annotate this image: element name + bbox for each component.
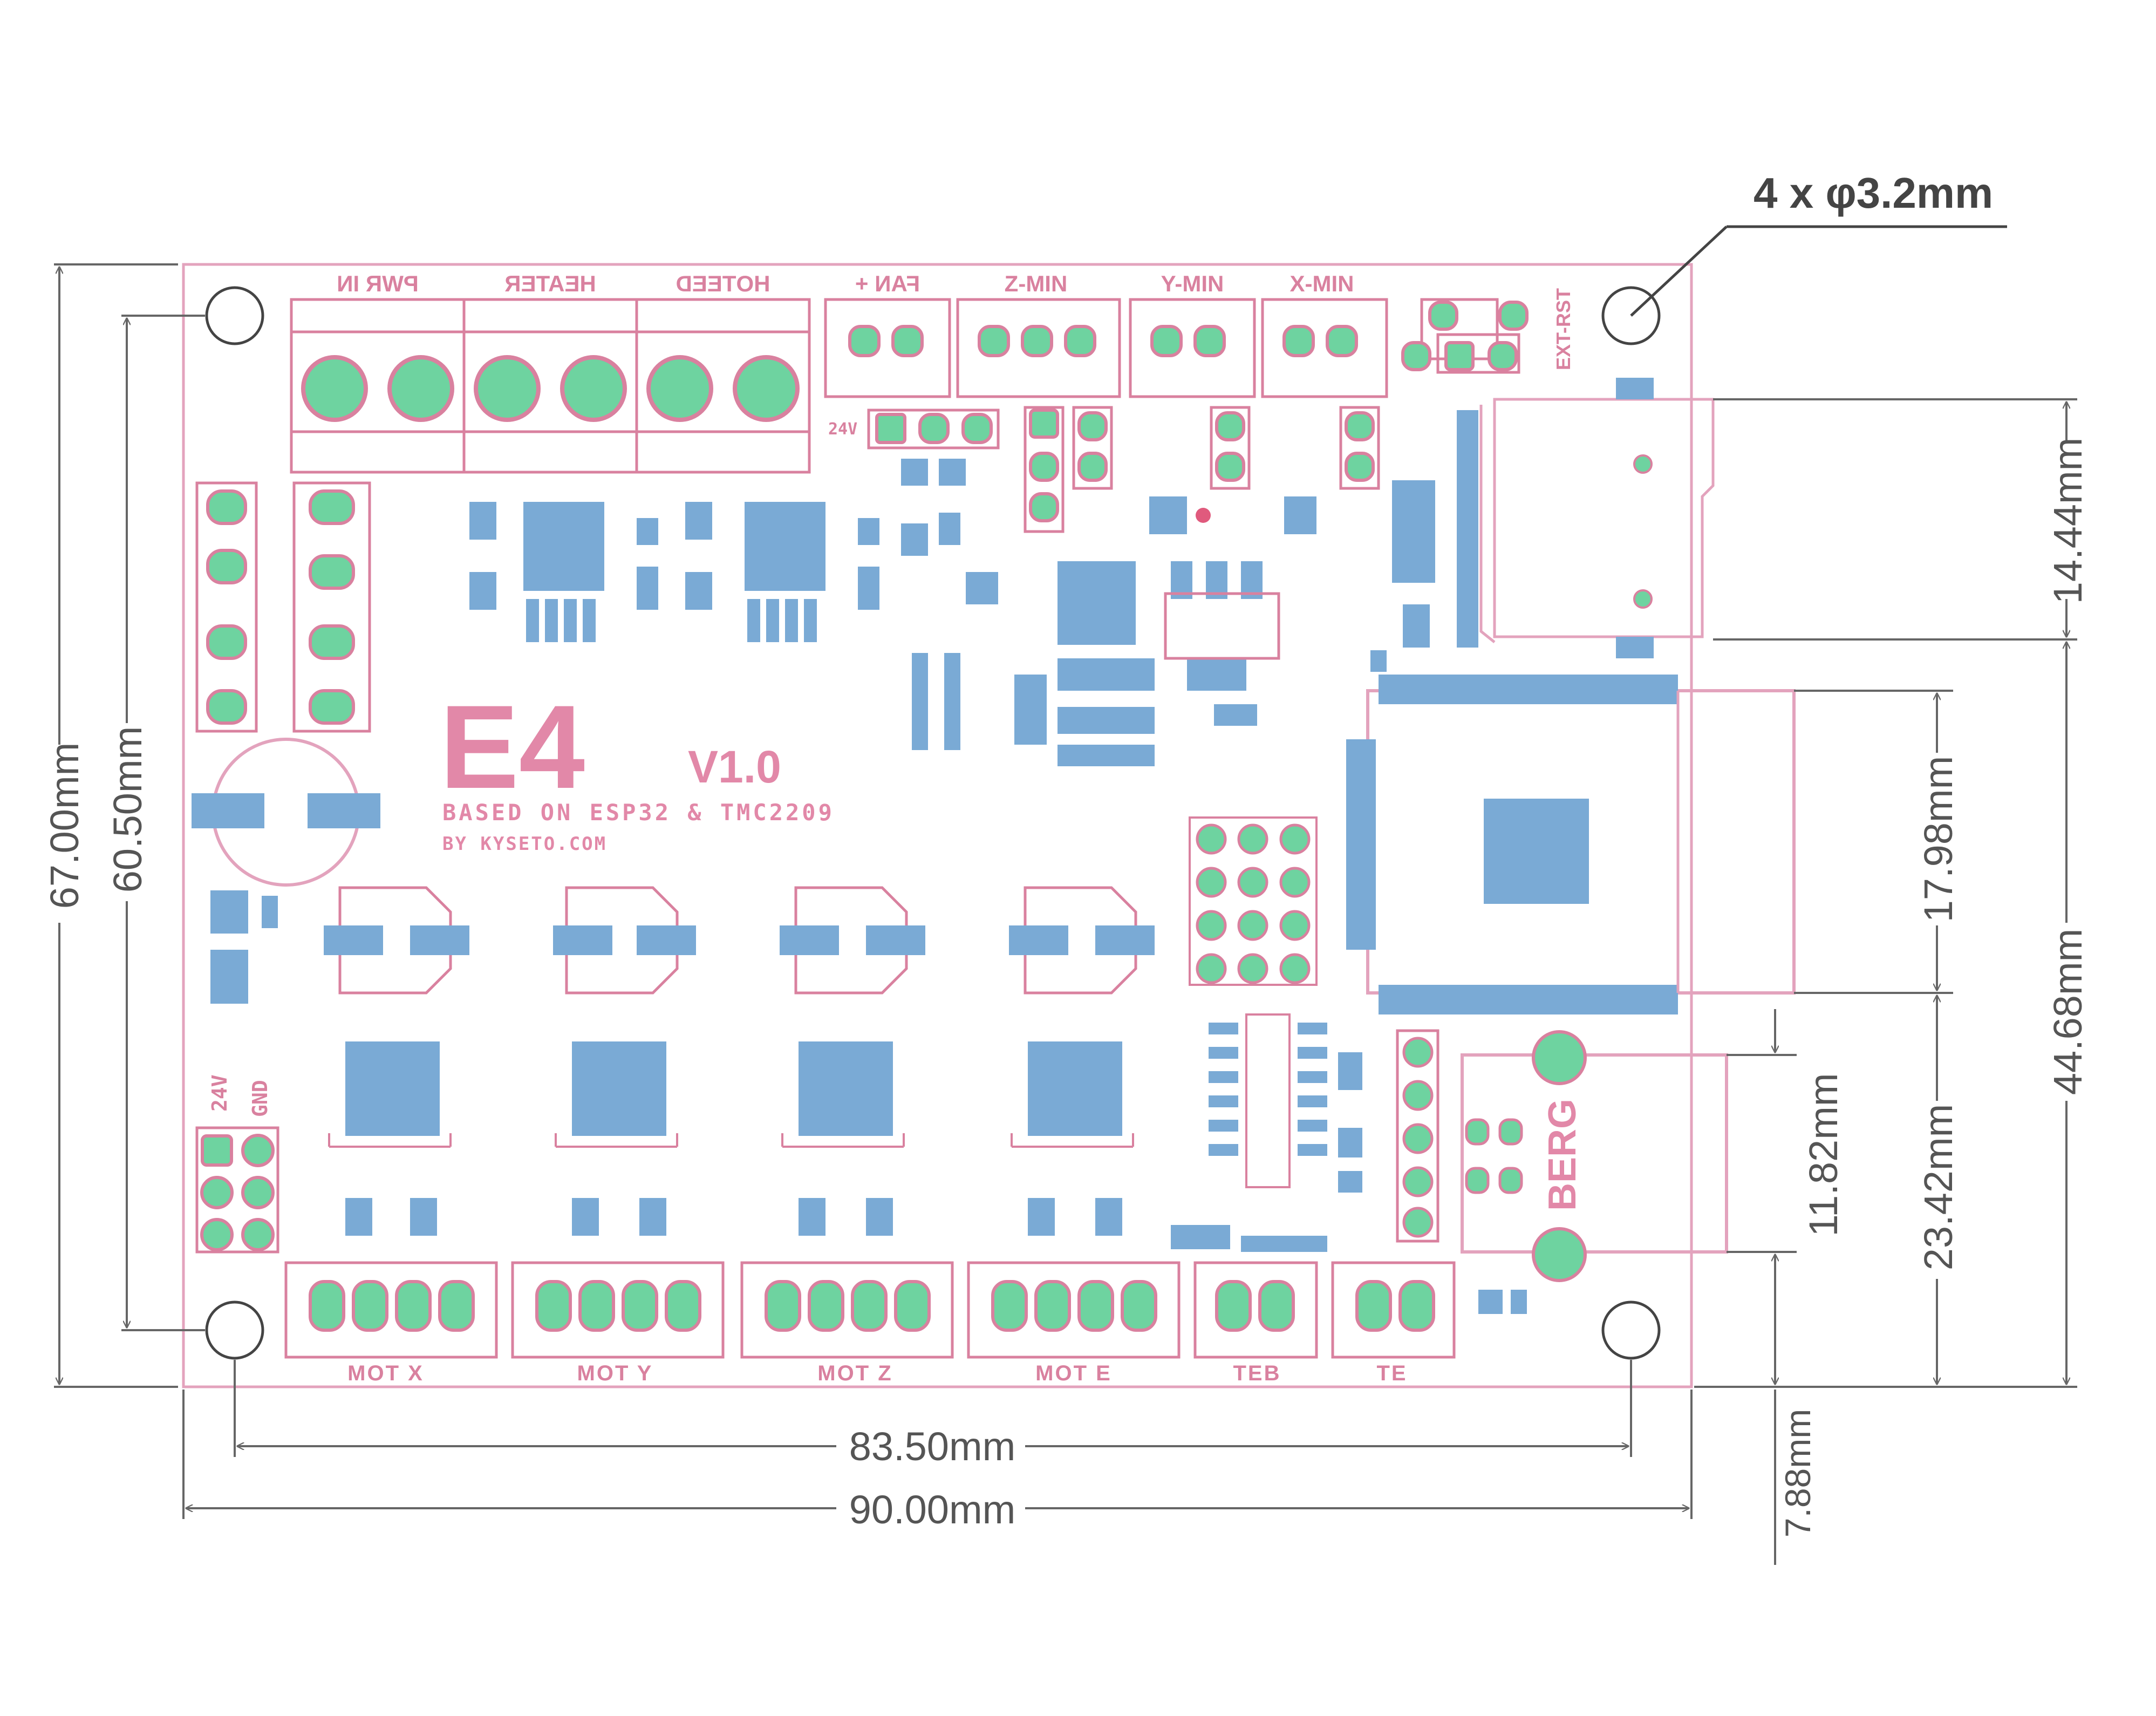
label-mot-e: MOT E [1035, 1361, 1112, 1385]
usb-brand-label: BERG [1541, 1099, 1584, 1211]
mounting-hole-top-right [1601, 286, 1661, 345]
mounting-hole-bottom-left [205, 1300, 264, 1360]
misc-smd-components [901, 459, 1435, 766]
stepper-driver-z [780, 886, 925, 1148]
label-hoteed: HOTEED [676, 271, 770, 296]
esp32-module [1346, 675, 1796, 1014]
label-te: TE [1376, 1361, 1407, 1385]
dim-hole-horizontal: 83.50mm [849, 1424, 1015, 1469]
top-header-connectors [824, 298, 1520, 398]
stepper-driver-y [553, 886, 696, 1148]
usb-port: BERG [1461, 1030, 1728, 1282]
label-mot-z: MOT Z [817, 1361, 892, 1385]
uart-header [1396, 1029, 1439, 1243]
motor-connectors [284, 1261, 1456, 1359]
stepper-driver-e [1009, 886, 1155, 1148]
label-x-min: X-MIN [1290, 271, 1354, 296]
hole-callout-label: 4 x φ3.2mm [1754, 169, 1993, 217]
mounting-holes [205, 286, 1661, 1360]
dim-sd-card: 14.44mm [2045, 438, 2090, 604]
expansion-header-grid [1189, 816, 1318, 986]
endstop-aux-headers [1024, 406, 1380, 533]
sense-resistors [345, 1198, 1122, 1236]
power-out-header [195, 1126, 279, 1254]
fan-24v-header [867, 408, 1000, 450]
label-gnd: GND [248, 1080, 272, 1117]
stepper-driver-x [324, 886, 469, 1148]
motor-connector-pads [309, 1280, 1435, 1332]
label-fan: FAN + [855, 271, 920, 296]
label-mot-x: MOT X [347, 1361, 424, 1385]
label-ext-rst: EXT-RST [1552, 288, 1574, 370]
mosfet-heater [469, 502, 658, 642]
label-pwr-in: PWR IN [337, 271, 419, 296]
board-title: E4 [440, 680, 585, 813]
hole-callout-leader [1630, 226, 1728, 317]
dim-right-height: 44.68mm [2045, 929, 2090, 1095]
label-y-min: Y-MIN [1161, 271, 1224, 296]
board-website: BY KYSETO.COM [442, 833, 607, 855]
mosfet-hotend [685, 502, 879, 642]
screw-terminal-block [290, 298, 811, 474]
dim-hole-vertical: 60.50mm [105, 726, 150, 893]
board-subtitle: BASED ON ESP32 & TMC2209 [442, 799, 835, 826]
electrolytic-capacitor [192, 738, 380, 887]
dim-esp32: 17.98mm [1916, 756, 1961, 922]
label-z-min: Z-MIN [1005, 271, 1068, 296]
header-pads [848, 301, 1529, 371]
dim-bottom-esp32: 23.42mm [1916, 1104, 1961, 1270]
mounting-hole-top-left [205, 286, 264, 345]
left-power-headers [195, 481, 371, 733]
board-version: V1.0 [688, 741, 781, 792]
status-led [1196, 508, 1211, 523]
driver-interface-smd [1171, 1023, 1362, 1252]
dim-board-height: 67.00mm [42, 743, 87, 909]
label-24v: 24V [208, 1074, 231, 1112]
label-fan-24v: 24V [828, 420, 857, 439]
dimension-labels: 67.00mm 60.50mm 83.50mm 90.00mm 14.44mm … [38, 438, 2090, 1537]
sd-contacts [1457, 378, 1654, 658]
dim-board-width: 90.00mm [849, 1487, 1015, 1532]
mounting-hole-bottom-right [1601, 1300, 1661, 1360]
terminal-pads [301, 355, 800, 422]
label-teb: TEB [1233, 1361, 1281, 1385]
dim-usb-offset: 7.88mm [1778, 1409, 1818, 1537]
label-heater: HEATER [504, 271, 596, 296]
label-mot-y: MOT Y [577, 1361, 653, 1385]
dim-usb: 11.82mm [1801, 1073, 1846, 1237]
